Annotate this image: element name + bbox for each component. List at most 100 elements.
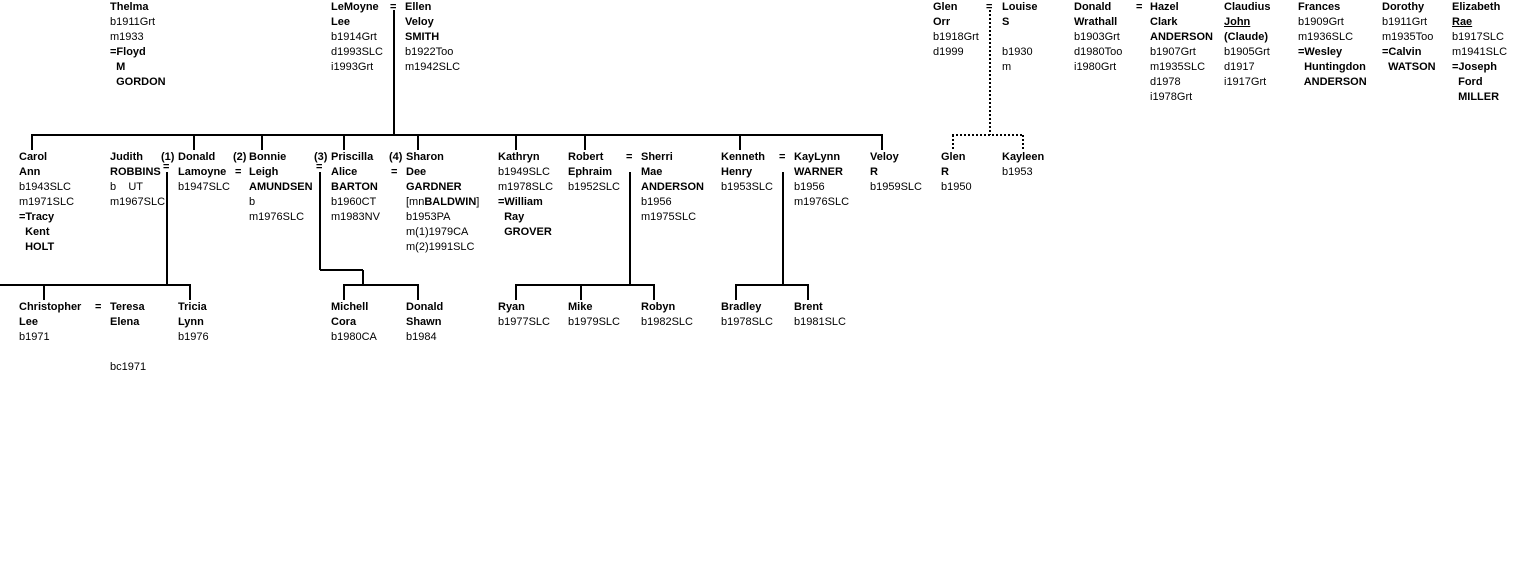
person-line: Teresa: [110, 301, 145, 313]
person-line: b1930: [1002, 46, 1033, 58]
person-line: m1978SLC: [498, 181, 554, 193]
person-line: =Floyd: [110, 46, 146, 58]
person-line: Elena: [110, 316, 140, 328]
person-bradley: Bradley b1978SLC: [721, 300, 773, 330]
person-line: m1933: [110, 31, 144, 43]
person-line: ANDERSON: [1150, 31, 1213, 43]
person-line: HOLT: [19, 241, 55, 253]
person-line: Bonnie: [249, 151, 287, 163]
person-line: d1993SLC: [331, 46, 383, 58]
person-line: Glen: [941, 151, 966, 163]
person-line: R: [870, 166, 878, 178]
person-line: b1947SLC: [178, 181, 230, 193]
person-line: ANDERSON: [1298, 76, 1367, 88]
person-line: b1918Grt: [933, 31, 979, 43]
marker-eq-christopher-teresa: =: [95, 301, 102, 313]
person-line: Dee: [406, 166, 427, 178]
person-line: b1917SLC: [1452, 31, 1504, 43]
person-line: M: [110, 61, 126, 73]
person-line: i1980Grt: [1074, 61, 1117, 73]
person-line: MILLER: [1452, 91, 1500, 103]
person-line: Ephraim: [568, 166, 613, 178]
person-line: i1993Grt: [331, 61, 374, 73]
person-line: b1978SLC: [721, 316, 773, 328]
person-line: Donald: [178, 151, 216, 163]
person-line: Bradley: [721, 301, 762, 313]
person-line: b1959SLC: [870, 181, 922, 193]
person-line: Tricia: [178, 301, 207, 313]
person-line: [110, 330, 146, 345]
person-line: d1999: [933, 46, 964, 58]
person-line: Michell: [331, 301, 369, 313]
person-line: Lee: [19, 316, 38, 328]
person-line: Orr: [933, 16, 951, 28]
person-line: i1978Grt: [1150, 91, 1193, 103]
person-line: b: [249, 196, 256, 208]
person-line: Sharon: [406, 151, 444, 163]
person-line: LeMoyne: [331, 1, 379, 13]
person-line: [1002, 30, 1037, 45]
person-line: d1980Too: [1074, 46, 1123, 58]
person-line: Huntingdon: [1298, 61, 1366, 73]
person-line: ROBBINS: [110, 166, 161, 178]
person-line: b1922Too: [405, 46, 454, 58]
person-line: Veloy: [405, 16, 434, 28]
person-line: b1907Grt: [1150, 46, 1196, 58]
person-line: b UT: [110, 181, 144, 193]
marker-eq-lemoyne-ellen: =: [390, 1, 397, 13]
person-line: Christopher: [19, 301, 82, 313]
person-line: b1905Grt: [1224, 46, 1270, 58]
person-line: R: [941, 166, 949, 178]
person-line: b1977SLC: [498, 316, 550, 328]
person-line: Leigh: [249, 166, 279, 178]
person-line: Frances: [1298, 1, 1341, 13]
person-line: m1935SLC: [1150, 61, 1206, 73]
person-line: GROVER: [498, 226, 552, 238]
person-line: BARTON: [331, 181, 378, 193]
person-line: b1911Grt: [1382, 16, 1428, 28]
person-line: Alice: [331, 166, 358, 178]
marker-num-1: (1): [161, 151, 175, 163]
marker-num-4: (4): [389, 151, 403, 163]
person-line: Veloy: [870, 151, 899, 163]
person-line: S: [1002, 16, 1010, 28]
person-line: d1978: [1150, 76, 1181, 88]
person-line: SMITH: [405, 31, 440, 43]
person-line: Elizabeth: [1452, 1, 1501, 13]
person-line: AMUNDSEN: [249, 181, 313, 193]
person-line: Kathryn: [498, 151, 540, 163]
person-line: m1976SLC: [794, 196, 850, 208]
person-line: bc1971: [110, 361, 147, 373]
person-line: GARDNER: [406, 181, 462, 193]
person-line: KayLynn: [794, 151, 841, 163]
person-line: Glen: [933, 1, 958, 13]
person-line: Lamoyne: [178, 166, 227, 178]
person-line: m1936SLC: [1298, 31, 1354, 43]
person-line: Wrathall: [1074, 16, 1118, 28]
person-line: =Tracy: [19, 211, 55, 223]
person-line: Kent: [19, 226, 50, 238]
person-line: b1956: [641, 196, 672, 208]
person-line: WARNER: [794, 166, 843, 178]
person-line: [110, 345, 146, 360]
marker-eq-kenneth-kaylynn: =: [779, 151, 786, 163]
marker-eq-donald-bonnie: =: [235, 166, 242, 178]
person-line: b1914Grt: [331, 31, 377, 43]
person-line: b1960CT: [331, 196, 377, 208]
